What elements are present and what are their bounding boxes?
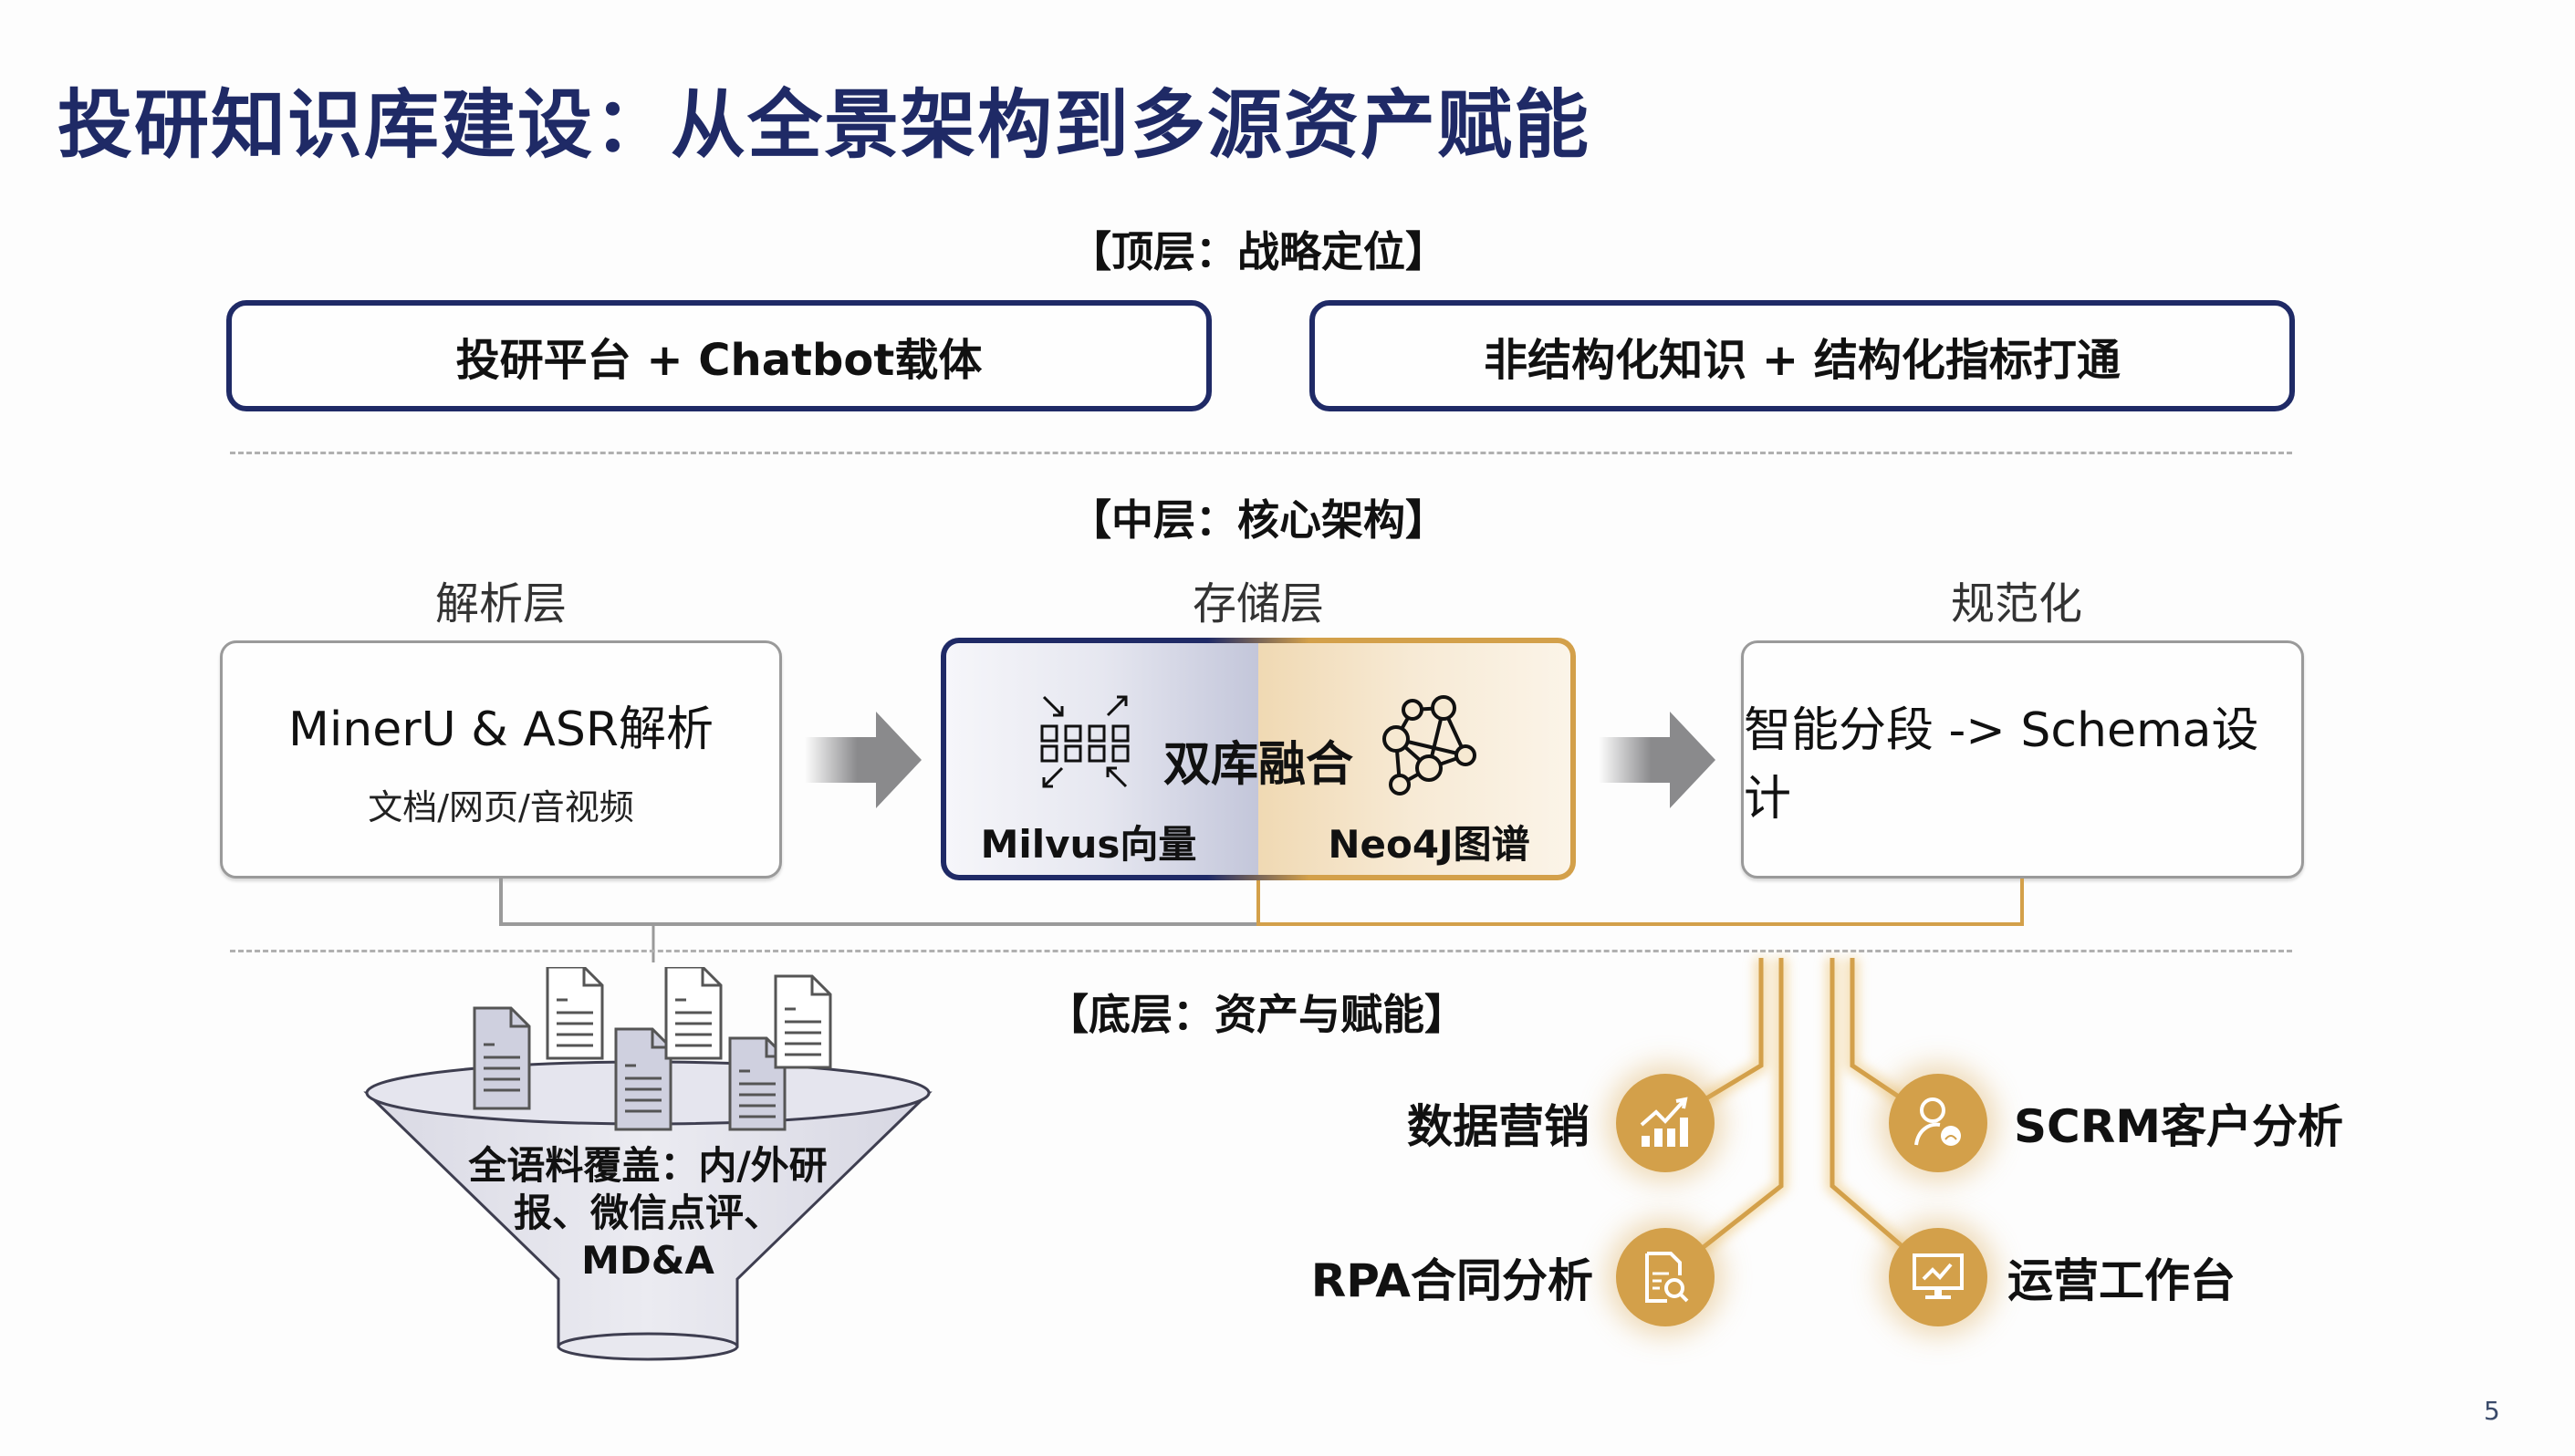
milvus-label: Milvus向量 — [980, 822, 1197, 867]
monitor-chart-icon — [1913, 1253, 1964, 1299]
parse-box-sub: 文档/网页/音视频 — [368, 786, 634, 827]
strategy-box-knowledge-text: 非结构化知识 + 结构化指标打通 — [1484, 335, 2121, 386]
page-number: 5 — [2484, 1396, 2500, 1426]
parse-box-main: MinerU & ASR解析 — [287, 702, 714, 757]
chart-growth-icon — [1640, 1097, 1688, 1147]
normalize-box: 智能分段 -> Schema设计 — [1741, 640, 2304, 879]
parse-layer-header: 解析层 — [434, 578, 568, 629]
divider-bottom — [230, 950, 2292, 952]
arrow-right-icon — [805, 712, 922, 808]
corpus-coverage-text: 全语料覆盖：内/外研 报、微信点评、 MD&A — [468, 1143, 828, 1283]
asset-data-marketing[interactable] — [1616, 1074, 1715, 1172]
vector-grid-icon — [1040, 695, 1130, 788]
arrow-right-icon — [1599, 712, 1715, 808]
asset-rpa-contract[interactable] — [1616, 1228, 1715, 1326]
graph-network-icon — [1382, 695, 1476, 796]
strategy-box-knowledge: 非结构化知识 + 结构化指标打通 — [1309, 300, 2295, 411]
asset-label-rpa: RPA合同分析 — [1310, 1254, 1593, 1307]
asset-scrm[interactable] — [1889, 1074, 1987, 1172]
storage-layer-header: 存储层 — [1192, 578, 1325, 629]
asset-label-ops: 运营工作台 — [2007, 1254, 2236, 1307]
top-layer-label: 【顶层：战略定位】 — [1069, 227, 1447, 276]
asset-ops-workbench[interactable] — [1889, 1228, 1987, 1326]
page-title: 投研知识库建设：从全景架构到多源资产赋能 — [57, 82, 1591, 169]
divider-top — [230, 452, 2292, 454]
strategy-box-platform: 投研平台 + Chatbot载体 — [226, 300, 1212, 411]
bottom-layer-label: 【底层：资产与赋能】 — [1047, 990, 1466, 1039]
strategy-box-platform-text: 投研平台 + Chatbot载体 — [455, 335, 983, 386]
customer-analysis-icon — [1914, 1097, 1961, 1146]
middle-layer-label: 【中层：核心架构】 — [1069, 495, 1447, 545]
corpus-funnel — [363, 967, 933, 1361]
neo4j-label: Neo4J图谱 — [1328, 822, 1530, 867]
parse-box: MinerU & ASR解析 文档/网页/音视频 — [220, 640, 782, 879]
layer-connector — [499, 879, 2024, 962]
normalize-layer-header: 规范化 — [1950, 578, 2083, 629]
asset-label-data-marketing: 数据营销 — [1407, 1100, 1590, 1153]
document-search-icon — [1645, 1252, 1689, 1303]
document-icon — [473, 967, 832, 1131]
dual-db-title: 双库融合 — [1162, 737, 1354, 793]
normalize-box-main: 智能分段 -> Schema设计 — [1744, 702, 2259, 827]
asset-label-scrm: SCRM客户分析 — [2014, 1100, 2343, 1153]
